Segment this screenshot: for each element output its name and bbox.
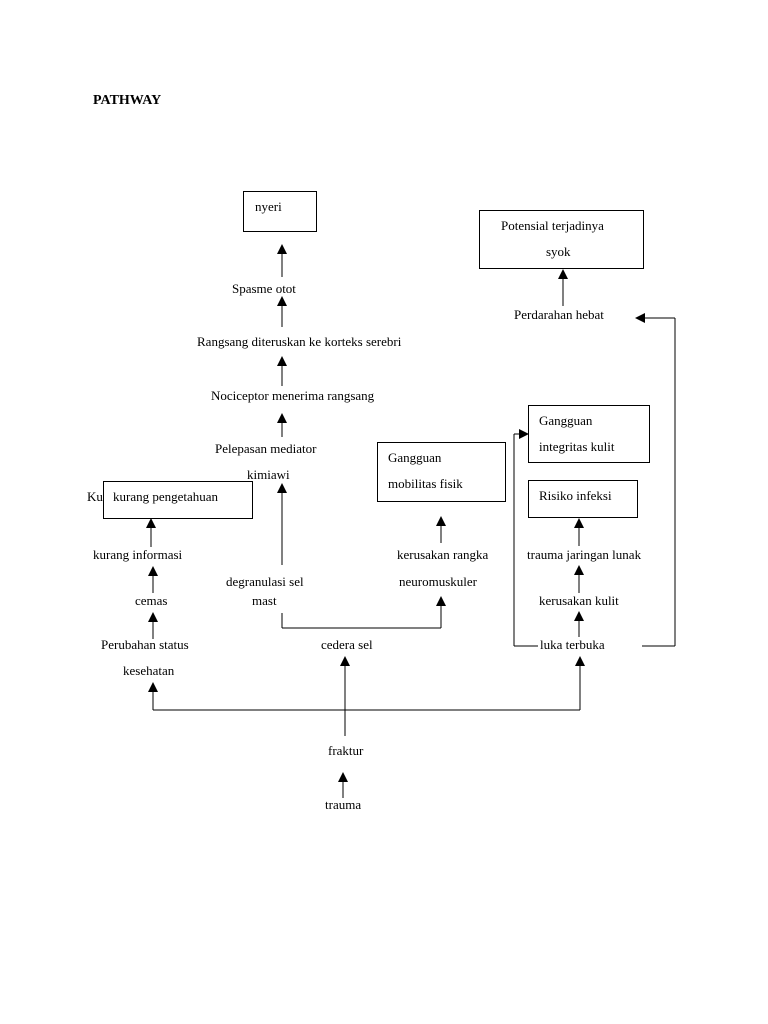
degranulasi-label-1: degranulasi sel — [226, 574, 304, 589]
nociceptor-label: Nociceptor menerima rangsang — [211, 388, 375, 403]
pelepasan-mediator-label-2: kimiawi — [247, 467, 290, 482]
trauma-jaringan-lunak-label: trauma jaringan lunak — [527, 547, 642, 562]
gangguan-integritas-label-2: integritas kulit — [539, 439, 615, 454]
luka-terbuka-label: luka terbuka — [540, 637, 605, 652]
page-title: PATHWAY — [93, 93, 162, 108]
ku-fragment-label: Ku — [87, 489, 103, 504]
kerusakan-rangka-label-1: kerusakan rangka — [397, 547, 489, 562]
kurang-pengetahuan-box: kurang pengetahuan — [103, 481, 253, 519]
degranulasi-label-2: mast — [252, 593, 277, 608]
kerusakan-kulit-label: kerusakan kulit — [539, 593, 619, 608]
spasme-otot-label: Spasme otot — [232, 281, 296, 296]
gangguan-mobilitas-box: Gangguan mobilitas fisik — [377, 442, 506, 502]
perubahan-status-label-2: kesehatan — [123, 663, 175, 678]
gangguan-integritas-label-1: Gangguan — [539, 413, 593, 428]
risiko-infeksi-label: Risiko infeksi — [539, 488, 612, 503]
potensial-syok-box: Potensial terjadinya syok — [479, 210, 644, 269]
perubahan-status-label-1: Perubahan status — [101, 637, 189, 652]
cedera-sel-label: cedera sel — [321, 637, 373, 652]
trauma-label: trauma — [325, 797, 362, 812]
potensial-syok-label-2: syok — [546, 244, 571, 259]
gangguan-integritas-box: Gangguan integritas kulit — [528, 405, 650, 463]
kurang-informasi-label: kurang informasi — [93, 547, 183, 562]
potensial-syok-label-1: Potensial terjadinya — [501, 218, 604, 233]
kurang-pengetahuan-label: kurang pengetahuan — [113, 489, 219, 504]
pelepasan-mediator-label-1: Pelepasan mediator — [215, 441, 317, 456]
gangguan-mobilitas-label-1: Gangguan — [388, 450, 442, 465]
cemas-label: cemas — [135, 593, 168, 608]
gangguan-mobilitas-label-2: mobilitas fisik — [388, 476, 463, 491]
fraktur-label: fraktur — [328, 743, 364, 758]
rangsang-korteks-label: Rangsang diteruskan ke korteks serebri — [197, 334, 402, 349]
nyeri-label: nyeri — [255, 199, 282, 214]
kerusakan-rangka-label-2: neuromuskuler — [399, 574, 477, 589]
perdarahan-hebat-label: Perdarahan hebat — [514, 307, 604, 322]
risiko-infeksi-box: Risiko infeksi — [528, 480, 638, 518]
nyeri-box: nyeri — [243, 191, 317, 232]
